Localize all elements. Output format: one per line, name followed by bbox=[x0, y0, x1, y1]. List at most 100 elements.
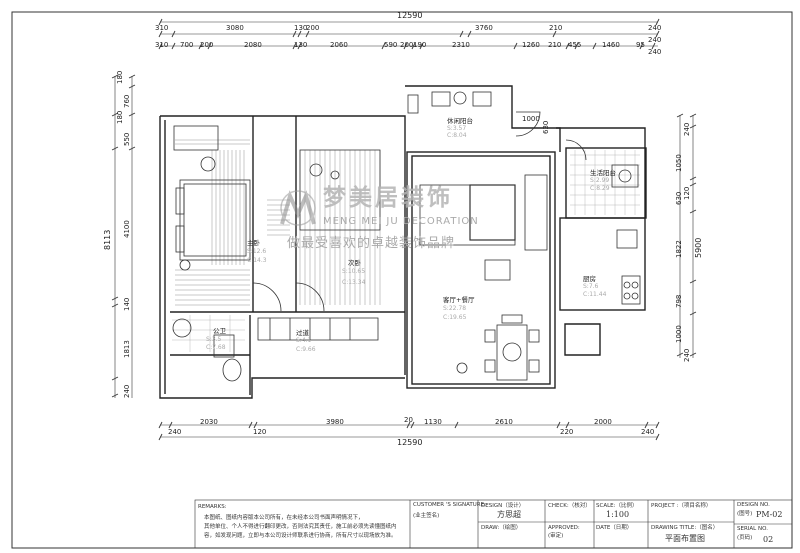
dim-top-row2: 2310 bbox=[452, 41, 470, 49]
project-label: PROJECT :（项目名称） bbox=[651, 503, 712, 509]
dim-top-row2: 2060 bbox=[330, 41, 348, 49]
room-perimeter: C:8.29 bbox=[590, 185, 610, 192]
room-perimeter: C:8.04 bbox=[447, 132, 467, 139]
dim-bottom: 240 bbox=[641, 428, 655, 436]
room-area: S:22.78 bbox=[443, 305, 467, 312]
drawing-title-value: 平面布置图 bbox=[665, 534, 705, 543]
dimension-ticks bbox=[111, 18, 697, 441]
serial-no-sub: (页码) bbox=[737, 535, 753, 541]
dim-bottom: 3980 bbox=[326, 418, 344, 426]
dimension-lines bbox=[114, 21, 694, 438]
dim-top-row1: 200 bbox=[306, 24, 320, 32]
room-perimeter: C:9.66 bbox=[296, 346, 316, 353]
dim-right: 630 bbox=[675, 191, 683, 205]
dim-top-row2: 200 bbox=[400, 41, 414, 49]
dim-top-row2: 240 bbox=[648, 48, 662, 56]
room-area: S:2.99 bbox=[590, 177, 610, 184]
dim-top-row1: 240 bbox=[648, 24, 662, 32]
dim-top-row2: 190 bbox=[413, 41, 427, 49]
remarks-line: 本图纸、图纸内容版本公司所有，在未经本公司书面声明情况下， bbox=[204, 515, 364, 521]
room-name: 公卫 bbox=[213, 327, 226, 335]
approved-sub: (审定) bbox=[548, 533, 564, 539]
dim-top-row2: 590 bbox=[384, 41, 398, 49]
brand-logo bbox=[280, 190, 316, 226]
room-perimeter: C:11.44 bbox=[583, 291, 607, 298]
dim-top-row2: 2080 bbox=[244, 41, 262, 49]
dim-top-row1: 210 bbox=[549, 24, 563, 32]
room-area: S:7.6 bbox=[583, 283, 599, 290]
dim-top-row1: 240 bbox=[648, 36, 662, 44]
customer-signature-sub: (业主签名) bbox=[413, 513, 440, 519]
watermark-slogan: 做最受喜欢的卓越装饰品牌 bbox=[287, 236, 456, 251]
dim-bottom: 220 bbox=[560, 428, 574, 436]
draw-label: DRAW:（绘图） bbox=[481, 525, 522, 531]
dim-left: 180 bbox=[116, 110, 124, 124]
dim-top-row2: 200 bbox=[200, 41, 214, 49]
scale-label: SCALE:（比例） bbox=[596, 503, 638, 509]
dim-top-row2: 310 bbox=[155, 41, 169, 49]
design-value: 方思超 bbox=[497, 510, 521, 519]
room-name: 过道 bbox=[296, 329, 309, 337]
tile-grid bbox=[172, 150, 640, 352]
room-name: 次卧 bbox=[348, 259, 361, 267]
dim-right-total: 5900 bbox=[694, 237, 703, 258]
dim-bottom: 240 bbox=[168, 428, 182, 436]
room-name: 客厅+餐厅 bbox=[443, 296, 475, 304]
dim-top-row2: 1460 bbox=[602, 41, 620, 49]
dim-left: 760 bbox=[123, 94, 131, 108]
dim-bottom: 2030 bbox=[200, 418, 218, 426]
dim-top-row1: 310 bbox=[155, 24, 169, 32]
scale-value: 1:100 bbox=[606, 510, 630, 519]
room-area: S:10.65 bbox=[342, 268, 366, 275]
dim-top-row1: 130 bbox=[294, 24, 308, 32]
dim-top-row2: 130 bbox=[294, 41, 308, 49]
dim-top-row1: 3760 bbox=[475, 24, 493, 32]
dim-top-row1: 3080 bbox=[226, 24, 244, 32]
drawing-title-label: DRAWING TITLE:（图名） bbox=[651, 525, 719, 531]
design-no-label: DESIGN NO. bbox=[737, 502, 770, 508]
dim-right: 240 bbox=[683, 122, 691, 136]
dim-left: 140 bbox=[123, 297, 131, 311]
room-area: S:4.1 bbox=[296, 337, 312, 344]
dim-left: 1813 bbox=[123, 340, 131, 358]
dim-left: 550 bbox=[123, 132, 131, 146]
room-name: 休闲阳台 bbox=[447, 117, 473, 125]
dim-interior: 630 bbox=[542, 120, 550, 134]
remarks-label: REMARKS: bbox=[198, 504, 227, 510]
dim-right: 798 bbox=[675, 294, 683, 308]
dim-top-row2: 95 bbox=[636, 41, 645, 49]
design-label: DESIGN（设计） bbox=[481, 503, 525, 509]
approved-label: APPROVED: bbox=[548, 525, 580, 531]
dim-top-row2: 455 bbox=[568, 41, 582, 49]
room-name: 生活阳台 bbox=[590, 169, 616, 177]
dim-right: 1000 bbox=[675, 325, 683, 343]
dim-bottom-total: 12590 bbox=[397, 438, 423, 447]
dim-top-row2: 1260 bbox=[522, 41, 540, 49]
dim-left: 180 bbox=[116, 70, 124, 84]
serial-no-value: 02 bbox=[763, 535, 774, 544]
furniture bbox=[172, 91, 641, 382]
sheet-border bbox=[11, 11, 793, 549]
room-perimeter: C:13.34 bbox=[342, 279, 366, 286]
dim-left: 240 bbox=[123, 384, 131, 398]
dim-bottom: 1130 bbox=[424, 418, 442, 426]
room-area: S:3.5 bbox=[206, 336, 222, 343]
watermark-english: MENG MEI JU DECORATION bbox=[323, 216, 479, 227]
room-area: S:3.57 bbox=[447, 125, 467, 132]
dim-bottom: 120 bbox=[253, 428, 267, 436]
check-label: CHECK:（核对） bbox=[548, 503, 591, 509]
dim-right: 240 bbox=[683, 348, 691, 362]
room-perimeter: C:19.65 bbox=[443, 314, 467, 321]
room-name: 厨房 bbox=[583, 275, 596, 283]
dim-right: 120 bbox=[683, 186, 691, 200]
room-name: 主卧 bbox=[247, 239, 260, 247]
remarks-line: 容，如发现问题，立即与本公司设计师联系进行协商，所有尺寸以现场放为准。 bbox=[204, 533, 397, 539]
design-no-value: PM-02 bbox=[756, 510, 783, 519]
dim-right: 1822 bbox=[675, 240, 683, 258]
dim-bottom: 20 bbox=[404, 416, 413, 424]
dim-bottom: 2610 bbox=[495, 418, 513, 426]
remarks-line: 其他单位、个人不得进行翻印更改，否则法究其责任，施工前必须先读懂图纸内 bbox=[204, 524, 397, 530]
dim-interior: 1000 bbox=[522, 115, 540, 123]
design-no-sub: (图号) bbox=[737, 511, 753, 517]
